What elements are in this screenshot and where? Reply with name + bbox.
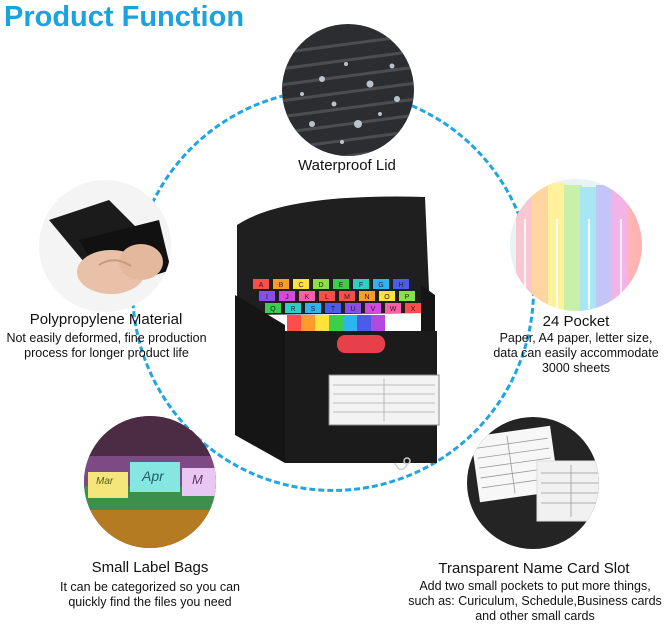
divider-tab-letter: U: [350, 306, 355, 313]
material-desc-line-2: process for longer product life: [24, 346, 189, 360]
divider-tab-letter: I: [266, 294, 268, 301]
divider-tab-letter: F: [359, 282, 363, 289]
material-title: Polypropylene Material: [29, 311, 183, 328]
divider-tab-letter: K: [305, 294, 310, 301]
divider-tab: [299, 291, 315, 301]
divider-tab-letter: D: [318, 282, 323, 289]
label-bags-image: Mar Apr M: [84, 416, 216, 548]
expanding-file-folder-image: A B C D E F G H I J K L M N O P Q R S T U V W X: [225, 185, 445, 475]
divider-tab: [373, 279, 389, 289]
divider-tab-letter: J: [285, 294, 289, 301]
divider-tab: [293, 279, 309, 289]
divider-tab-letter: Q: [270, 306, 276, 313]
material-image: [39, 180, 171, 312]
divider-tab: [365, 303, 381, 313]
pocket-desc-line-2: data can easily accommodate: [493, 346, 659, 360]
divider-tab-letter: A: [259, 282, 264, 289]
label-bags-title: Small Label Bags: [91, 559, 209, 576]
divider-tab: [379, 291, 395, 301]
divider-tab: [339, 291, 355, 301]
divider-tab-letter: B: [279, 282, 284, 289]
card-slot-image: [467, 417, 599, 549]
divider-tab-letter: S: [311, 306, 316, 313]
divider-tab-letter: V: [371, 306, 376, 313]
page-title: Product Function: [4, 1, 245, 33]
pocket-desc-line-1: Paper, A4 paper, letter size,: [499, 331, 653, 345]
divider-tab: [325, 303, 341, 313]
label-tab-text-1: Mar: [96, 476, 114, 487]
divider-tab: [393, 279, 409, 289]
pocket-title: 24 Pocket: [542, 313, 610, 330]
label-bags-desc-line-1: It can be categorized so you can: [60, 580, 240, 594]
divider-tab-letter: C: [298, 282, 303, 289]
card-slot-title: Transparent Name Card Slot: [438, 560, 630, 577]
divider-tab-letter: T: [331, 306, 336, 313]
divider-tab-letter: O: [384, 294, 390, 301]
divider-tab-letter: N: [364, 294, 369, 301]
divider-tab: [385, 303, 401, 313]
pocket-desc-line-3: 3000 sheets: [541, 361, 611, 375]
pocket-image: [510, 179, 642, 311]
divider-tab-letter: R: [290, 306, 295, 313]
material-desc-line-1: Not easily deformed, fine production: [6, 331, 207, 345]
divider-tab: [353, 279, 369, 289]
divider-tab: [359, 291, 375, 301]
label-tab-text-3: M: [192, 472, 203, 487]
divider-tab-letter: X: [411, 306, 416, 313]
divider-tab-letter: P: [405, 294, 410, 301]
divider-tab-letter: G: [378, 282, 383, 289]
divider-tab: [405, 303, 421, 313]
divider-tab: [265, 303, 281, 313]
divider-tab: [285, 303, 301, 313]
label-bags-desc-line-2: quickly find the files you need: [68, 595, 232, 609]
card-slot-desc-line-3: and other small cards: [475, 609, 595, 623]
divider-tab: [279, 291, 295, 301]
card-slot-desc-line-1: Add two small pockets to put more things…: [419, 579, 651, 593]
divider-tab: [333, 279, 349, 289]
divider-tab-letter: H: [398, 282, 403, 289]
divider-tab: [399, 291, 415, 301]
divider-tab: [345, 303, 361, 313]
divider-tab: [259, 291, 275, 301]
divider-tab-letter: E: [339, 282, 344, 289]
divider-tab: [305, 303, 321, 313]
waterproof-lid-title: Waterproof Lid: [298, 157, 396, 174]
divider-tab: [319, 291, 335, 301]
divider-tab-letter: W: [390, 306, 397, 313]
waterproof-lid-image: [282, 24, 414, 156]
divider-tab-letter: L: [325, 294, 329, 301]
card-slot-desc-line-2: such as: Curiculum, Schedule,Business ca…: [408, 594, 662, 608]
label-tab-text-2: Apr: [142, 468, 164, 484]
divider-tab-letter: M: [344, 294, 350, 301]
divider-tab: [253, 279, 269, 289]
divider-tab: [313, 279, 329, 289]
divider-tab: [273, 279, 289, 289]
